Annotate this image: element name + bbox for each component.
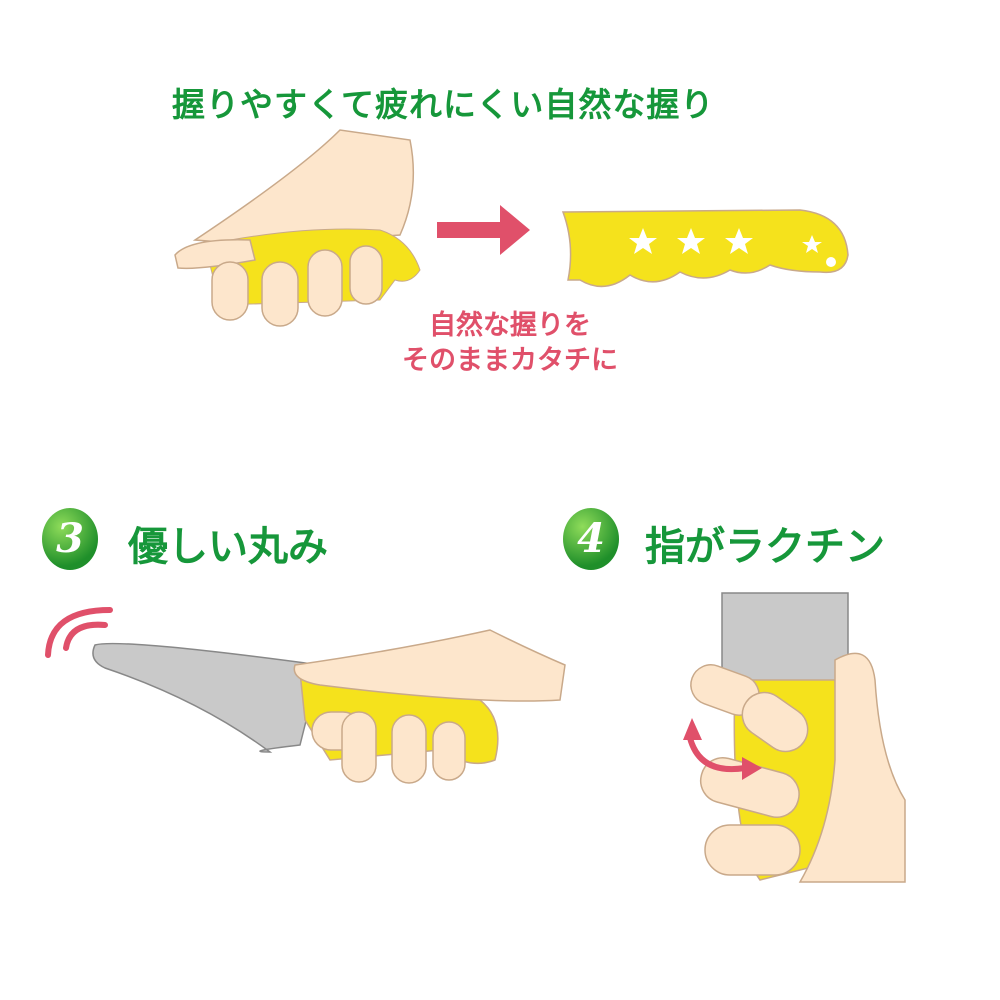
main-heading: 握りやすくて疲れにくい自然な握り [172,85,715,124]
knife-handle-illustration [561,209,849,288]
section-4-title: 指がラクチン [645,524,885,570]
caption-line-2: そのままカタチに [402,345,618,376]
section-3-number-badge: 3 [42,508,98,570]
arrow-right-icon [437,205,530,255]
section-4-number-badge: 4 [563,508,619,570]
caption-line-1: 自然な握りを [429,310,591,341]
hand-grip-illustration [174,129,421,327]
finger-grip-illustration [683,592,906,883]
curved-arrow-icon [687,737,746,773]
section-3-title: 優しい丸み [128,524,328,570]
rounded-knife-illustration [45,607,566,784]
